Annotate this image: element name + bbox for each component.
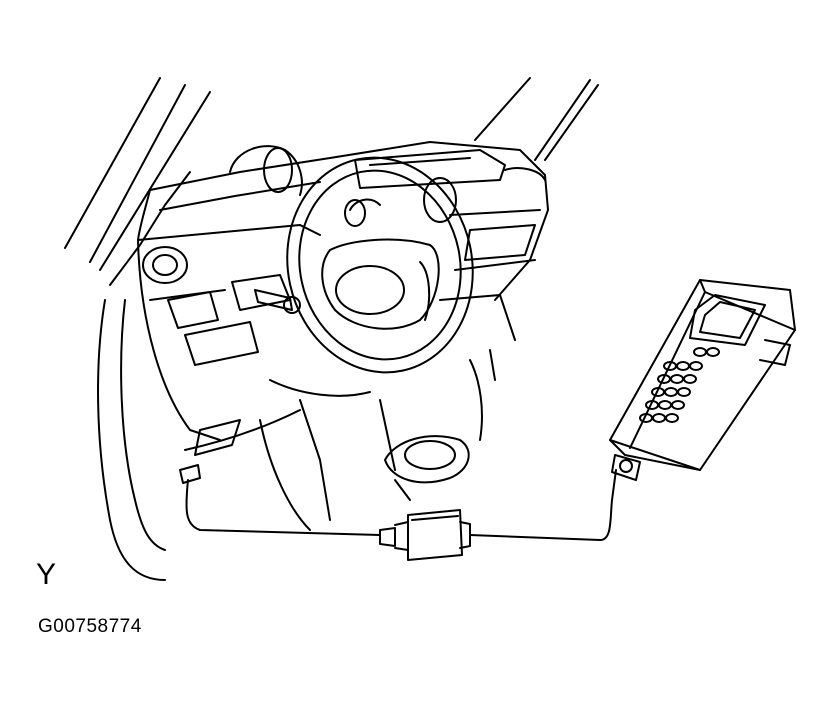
a-pillar — [65, 78, 210, 580]
tester-keypad — [640, 348, 719, 422]
view-label: Y — [36, 558, 57, 591]
steering-wheel — [268, 140, 493, 390]
windshield-lines — [475, 78, 598, 160]
hand-held-tester — [610, 280, 795, 480]
cable-adapter — [380, 510, 470, 560]
dlc-connector — [180, 465, 200, 483]
ignition-key — [255, 290, 300, 313]
dashboard — [138, 142, 548, 530]
figure-id: G00758774 — [38, 616, 142, 637]
cable — [186, 470, 616, 540]
